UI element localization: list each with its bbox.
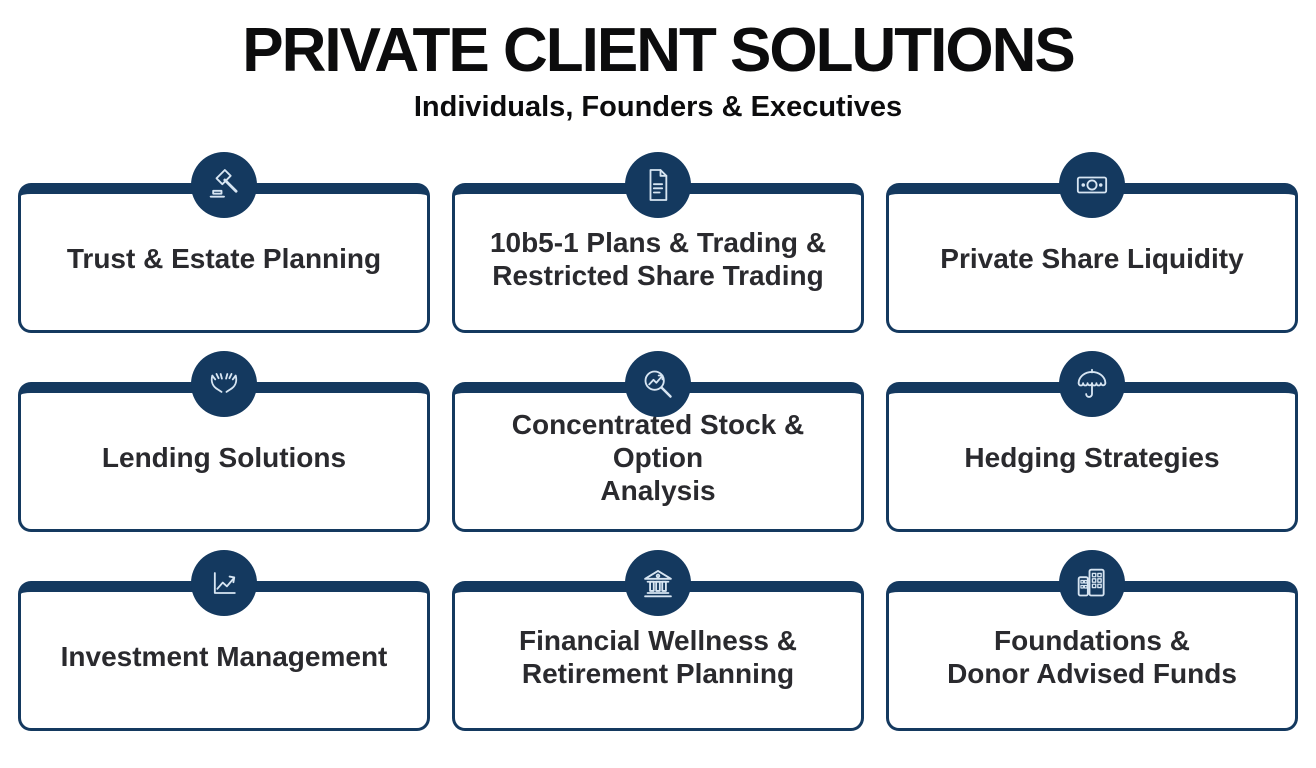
solution-card: Investment Management: [18, 548, 430, 731]
solution-card-label: Foundations & Donor Advised Funds: [947, 624, 1237, 689]
solution-card-label: 10b5-1 Plans & Trading & Restricted Shar…: [489, 226, 827, 291]
solution-card-label: Hedging Strategies: [964, 442, 1220, 474]
buildings-icon: [1059, 549, 1125, 616]
solution-card: Concentrated Stock & Option Analysis: [452, 349, 864, 532]
banknote-icon: [1059, 151, 1125, 218]
solution-card-label: Lending Solutions: [101, 442, 347, 474]
solution-card: Private Share Liquidity: [886, 150, 1298, 333]
solution-card-label: Concentrated Stock & Option Analysis: [511, 409, 805, 507]
page-subtitle: Individuals, Founders & Executives: [413, 90, 903, 123]
solutions-grid: Trust & Estate Planning 10b5-1 Plans & T…: [0, 150, 1316, 731]
growth-chart-icon: [191, 549, 257, 616]
solution-card: Hedging Strategies: [886, 349, 1298, 532]
solution-card: Trust & Estate Planning: [18, 150, 430, 333]
solution-card-label: Investment Management: [60, 641, 388, 673]
page-title: PRIVATE CLIENT SOLUTIONS: [242, 16, 1076, 85]
giving-hands-icon: [191, 350, 257, 417]
solution-card: Financial Wellness & Retirement Planning: [452, 548, 864, 731]
solution-card: 10b5-1 Plans & Trading & Restricted Shar…: [452, 150, 864, 333]
page-header: PRIVATE CLIENT SOLUTIONS Individuals, Fo…: [0, 0, 1316, 124]
solution-card-label: Financial Wellness & Retirement Planning: [518, 624, 798, 689]
bank-icon: [625, 549, 691, 616]
gavel-icon: [191, 151, 257, 218]
solution-card: Lending Solutions: [18, 349, 430, 532]
solution-card-label: Private Share Liquidity: [940, 243, 1244, 275]
magnifier-trend-icon: [625, 350, 691, 417]
umbrella-icon: [1059, 350, 1125, 417]
solution-card-label: Trust & Estate Planning: [66, 243, 382, 275]
solution-card: Foundations & Donor Advised Funds: [886, 548, 1298, 731]
document-icon: [625, 151, 691, 218]
